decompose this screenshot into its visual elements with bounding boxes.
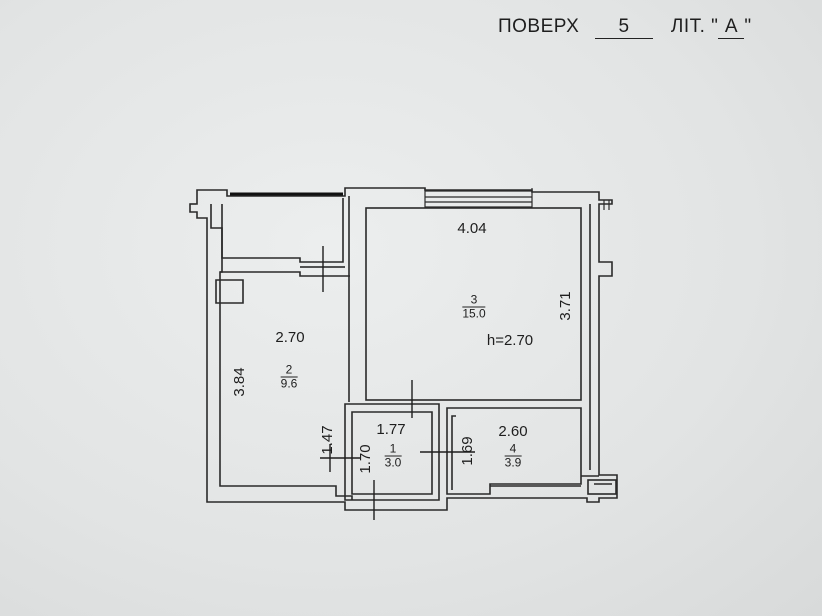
letter-value: А (718, 16, 745, 39)
room-2-area: 9.6 (280, 376, 298, 391)
room-4-label: 4 3.9 (504, 442, 522, 470)
room-3-number: 3 (462, 293, 486, 308)
room-3-length: 3.71 (557, 291, 574, 321)
room-2-number: 2 (280, 363, 298, 378)
letter-label: ЛІТ. " (670, 16, 719, 37)
room-3-height: h=2.70 (486, 332, 534, 349)
inner-wall (210, 204, 353, 500)
floor-header: ПОВЕРХ 5 ЛІТ. "А" (498, 16, 752, 39)
room-1-length-right: 1.70 (357, 444, 374, 474)
room-4-length: 1.69 (459, 436, 476, 466)
room-3-area: 15.0 (462, 306, 486, 321)
outer-wall (189, 187, 618, 511)
room-3-label: 3 15.0 (462, 293, 486, 321)
floor-label: ПОВЕРХ (498, 16, 580, 37)
room-4-area: 3.9 (504, 455, 522, 470)
floor-number: 5 (595, 16, 654, 39)
room-4-wall (446, 407, 582, 495)
room-3-wall (365, 207, 582, 401)
room-1-label: 1 3.0 (384, 442, 402, 470)
room-1-length-left: 1.47 (319, 425, 336, 455)
room-2-length: 3.84 (231, 367, 248, 397)
room-2-width: 2.70 (275, 329, 305, 346)
room-3-width: 4.04 (457, 220, 487, 237)
room-4-number: 4 (504, 442, 522, 457)
room-1-width: 1.77 (376, 421, 406, 438)
room-1-number: 1 (384, 442, 402, 457)
letter-close: " (744, 16, 752, 37)
room-2-label: 2 9.6 (280, 363, 298, 391)
room-1-area: 3.0 (384, 455, 402, 470)
room-4-width: 2.60 (498, 423, 528, 440)
shaft (215, 279, 244, 304)
room-1-wall (344, 403, 440, 501)
